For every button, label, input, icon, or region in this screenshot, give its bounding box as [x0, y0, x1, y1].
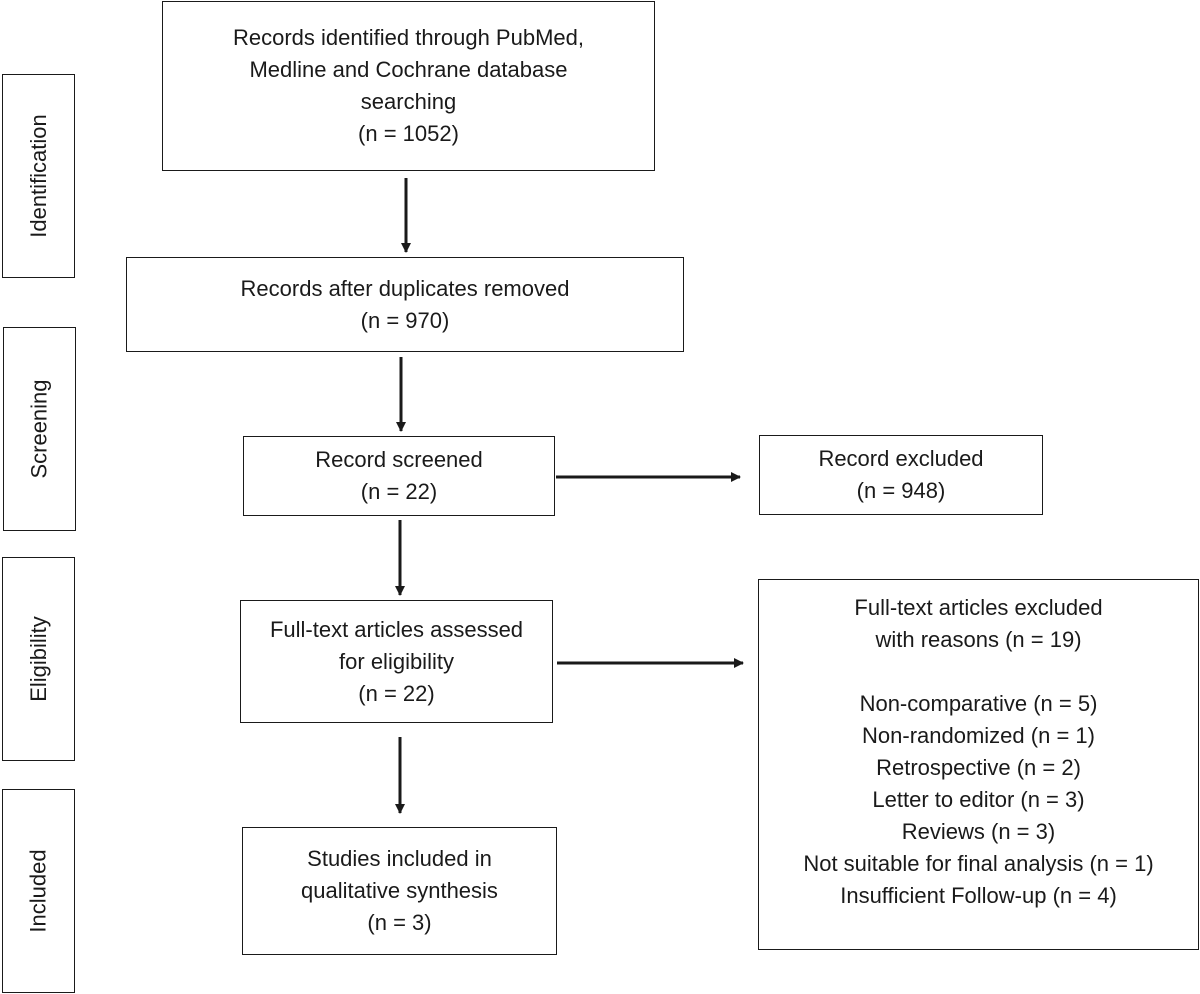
stage-screening: Screening: [3, 327, 76, 531]
record-excluded-line-1: Record excluded: [818, 446, 984, 471]
record-excluded-count: (n = 948): [856, 478, 946, 503]
exclusion-reason-non-randomized: Non-randomized (n = 1): [862, 723, 1095, 748]
exclusion-reason-non-comparative: Non-comparative (n = 5): [859, 691, 1098, 716]
records-after-duplicates-box: Records after duplicates removed (n = 97…: [126, 257, 684, 352]
stage-included: Included: [2, 789, 75, 993]
records-identified-line-2: Medline and Cochrane database: [249, 57, 568, 82]
exclusion-reason-not-suitable: Not suitable for final analysis (n = 1): [803, 851, 1154, 876]
record-excluded-box: Record excluded (n = 948): [759, 435, 1043, 515]
full-text-excluded-header-2: with reasons (n = 19): [875, 627, 1082, 652]
studies-included-box: Studies included in qualitative synthesi…: [242, 827, 557, 955]
record-screened-line-1: Record screened: [315, 447, 483, 472]
records-after-duplicates-line-1: Records after duplicates removed: [240, 275, 570, 301]
studies-included-count: (n = 3): [367, 910, 432, 935]
exclusion-reason-retrospective: Retrospective (n = 2): [876, 755, 1081, 780]
full-text-excluded-box: Full-text articles excluded with reasons…: [758, 579, 1199, 950]
full-text-excluded-header-1: Full-text articles excluded: [854, 595, 1103, 620]
record-screened-box: Record screened (n = 22): [243, 436, 555, 516]
records-identified-box: Records identified through PubMed, Medli…: [162, 1, 655, 171]
exclusion-reason-reviews: Reviews (n = 3): [901, 819, 1056, 844]
records-identified-line-1: Records identified through PubMed,: [233, 25, 584, 50]
stage-identification: Identification: [2, 74, 75, 278]
exclusion-reason-letter-to-editor: Letter to editor (n = 3): [872, 787, 1085, 812]
stage-eligibility: Eligibility: [2, 557, 75, 761]
full-text-assessed-line-1: Full-text articles assessed: [269, 616, 524, 642]
full-text-assessed-line-2: for eligibility: [339, 648, 454, 674]
records-identified-count: (n = 1052): [358, 121, 459, 146]
full-text-assessed-count: (n = 22): [358, 680, 435, 706]
studies-included-line-1: Studies included in: [307, 846, 492, 871]
records-after-duplicates-count: (n = 970): [360, 307, 450, 333]
records-identified-line-3: searching: [360, 89, 457, 114]
exclusion-reason-insufficient-follow-up: Insufficient Follow-up (n = 4): [840, 883, 1117, 908]
record-screened-count: (n = 22): [360, 479, 438, 504]
full-text-assessed-box: Full-text articles assessed for eligibil…: [240, 600, 553, 723]
studies-included-line-2: qualitative synthesis: [301, 878, 498, 903]
